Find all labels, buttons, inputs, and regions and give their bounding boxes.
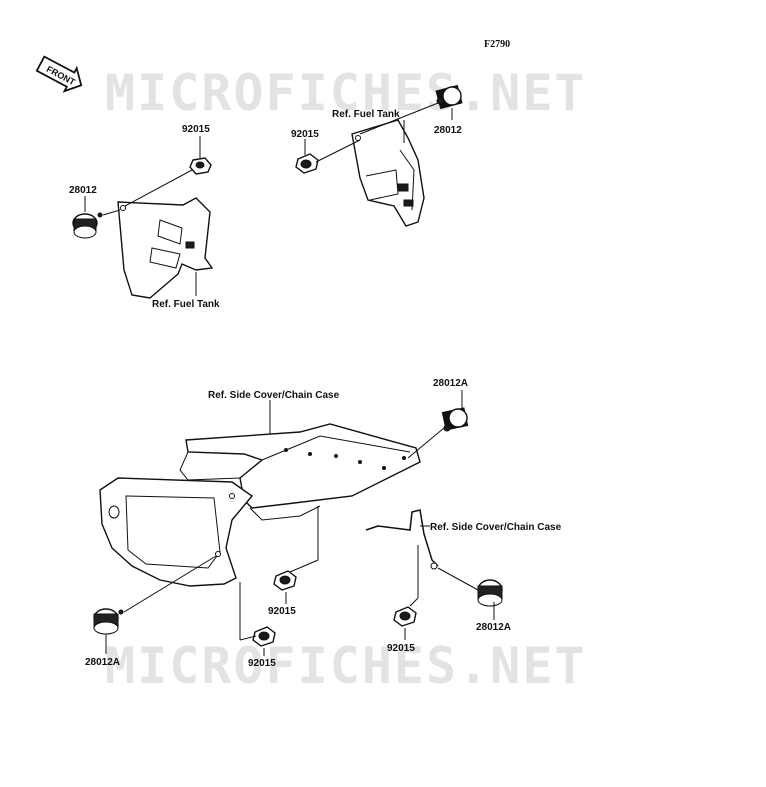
nut-92015-right xyxy=(295,153,319,174)
top-right-assembly: 92015 Ref. Fuel Tank 28012 xyxy=(291,84,463,227)
label-28012-top-right: 28012 xyxy=(434,125,462,136)
label-ref-side-cover-chain-case: Ref. Side Cover/Chain Case xyxy=(208,390,340,401)
nut-92015-left xyxy=(189,157,212,175)
bottom-assembly: Ref. Side Cover/Chain Case 28012A Ref. S… xyxy=(85,378,562,669)
grommet-28012-right xyxy=(435,84,463,110)
label-28012a-left: 28012A xyxy=(85,657,120,668)
figure-code: F2790 xyxy=(484,39,510,50)
label-92015-bottom: 92015 xyxy=(248,658,276,669)
watermark-bottom: MICROFICHES.NET xyxy=(105,637,587,695)
grommet-28012a-left xyxy=(93,608,124,635)
front-arrow-icon: FRONT xyxy=(35,55,83,93)
label-28012a-top: 28012A xyxy=(433,378,468,389)
label-92015-top-left: 92015 xyxy=(182,124,210,135)
grommet-28012a-right xyxy=(477,579,503,607)
label-92015-top-right: 92015 xyxy=(291,129,319,140)
grommet-28012-left xyxy=(72,212,103,239)
label-ref-fuel-tank-right: Ref. Fuel Tank xyxy=(332,109,400,120)
grommet-28012a-top xyxy=(441,407,469,432)
label-ref-side-cover-chain-case-right: Ref. Side Cover/Chain Case xyxy=(430,522,562,533)
nut-92015-bottom xyxy=(252,626,276,647)
label-92015-right: 92015 xyxy=(387,643,415,654)
nut-92015-right-bottom xyxy=(393,606,417,627)
nut-92015-center xyxy=(273,570,297,591)
top-left-assembly: 92015 28012 Ref. Fuel Tank xyxy=(69,124,220,310)
watermark-top: MICROFICHES.NET xyxy=(105,64,587,122)
label-92015-center: 92015 xyxy=(268,606,296,617)
label-28012-top-left: 28012 xyxy=(69,185,97,196)
label-ref-fuel-tank-left: Ref. Fuel Tank xyxy=(152,299,220,310)
label-28012a-right: 28012A xyxy=(476,622,511,633)
